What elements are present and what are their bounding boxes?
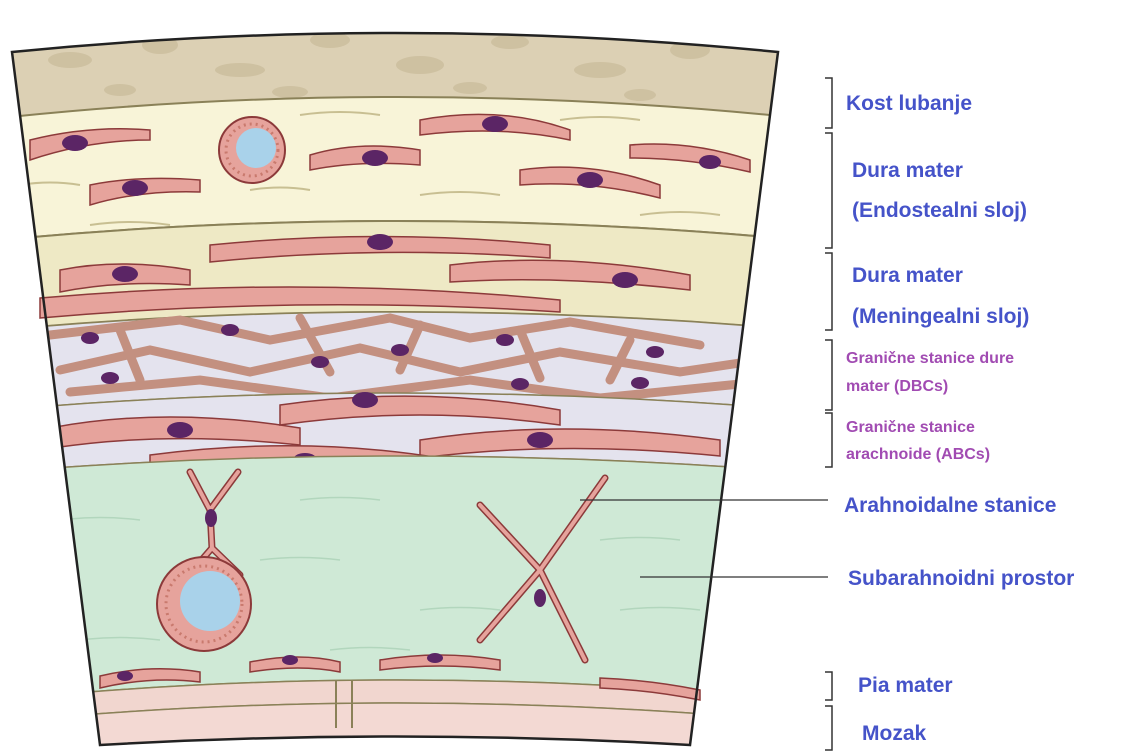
label-abc-line2: arachnoide (ABCs) [846, 442, 990, 468]
label-dura-meningeal-line2: (Meningealni sloj) [852, 299, 1029, 335]
blood-vessel-subarachnoid [157, 557, 251, 651]
label-dbc-line1: Granične stanice dure [846, 346, 1014, 372]
label-brain: Mozak [862, 716, 926, 752]
layer-stack [0, 0, 800, 753]
label-brackets [825, 78, 832, 750]
label-abc-line1: Granične stanice [846, 415, 975, 441]
label-skull-bone: Kost lubanje [846, 86, 972, 122]
blood-vessel-dura [219, 117, 285, 183]
label-subarachnoid-space: Subarahnoidni prostor [848, 561, 1074, 597]
label-dura-endosteal-line1: Dura mater [852, 153, 963, 189]
label-dura-endosteal-line2: (Endostealni sloj) [852, 193, 1027, 229]
bracket-dura-meningeal [825, 253, 832, 330]
bracket-pia [825, 672, 832, 700]
bracket-abc [825, 413, 832, 467]
bracket-skull [825, 78, 832, 128]
label-arachnoid-cells: Arahnoidalne stanice [844, 488, 1056, 524]
label-dura-meningeal-line1: Dura mater [852, 258, 963, 294]
bracket-dura-endosteal [825, 133, 832, 248]
label-pia-mater: Pia mater [858, 668, 953, 704]
dura-endosteal-layer [0, 97, 800, 240]
label-dbc-line2: mater (DBCs) [846, 374, 948, 400]
bracket-brain [825, 706, 832, 750]
bracket-dbc [825, 340, 832, 410]
